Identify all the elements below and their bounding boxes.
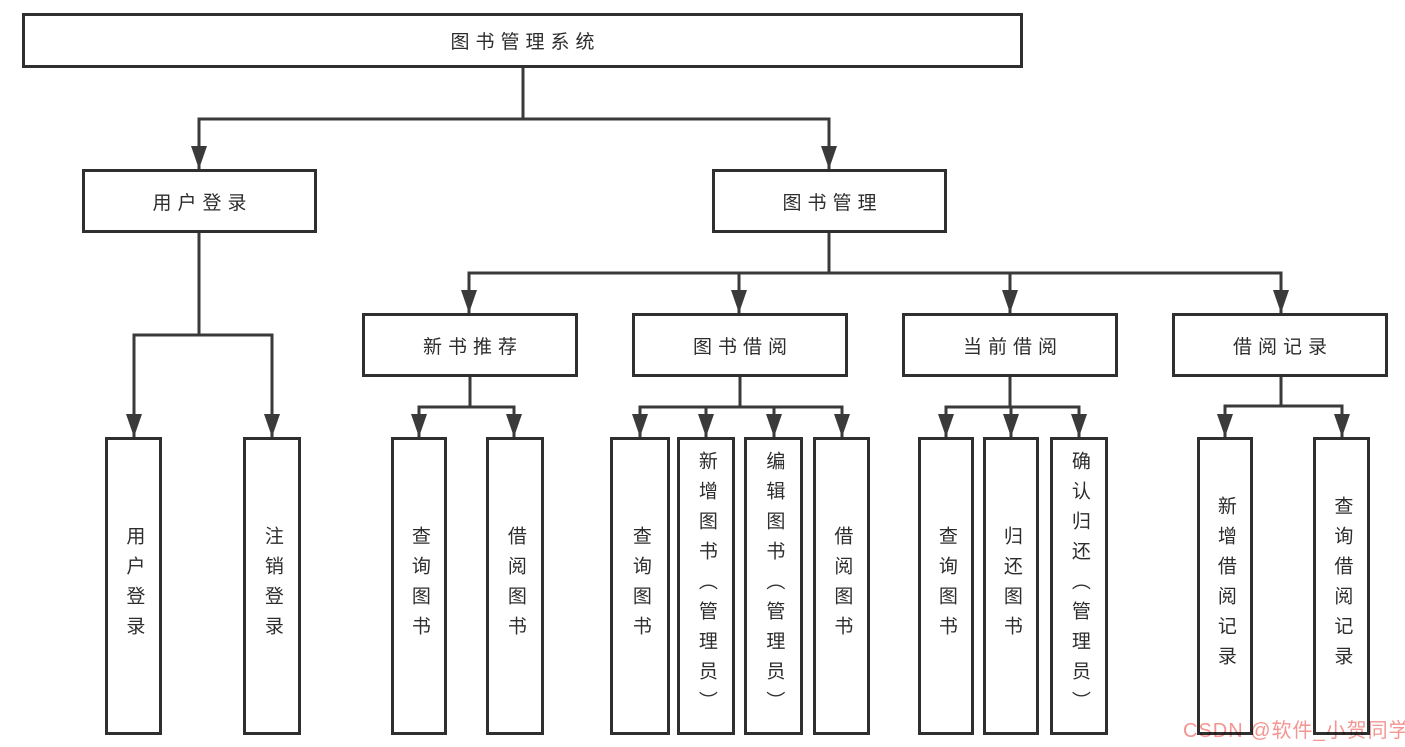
leaf-return-books: 归还图书: [983, 437, 1039, 735]
node-book-borrowing: 图书借阅: [632, 313, 848, 377]
leaf-query-borrow-record: 查询借阅记录: [1313, 437, 1370, 735]
node-user-login-branch: 用户登录: [82, 169, 317, 233]
node-library-system-root: 图书管理系统: [22, 13, 1023, 68]
node-borrowing-records: 借阅记录: [1172, 313, 1388, 377]
leaf-user-login: 用户登录: [105, 437, 162, 735]
leaf-logout: 注销登录: [243, 437, 301, 735]
watermark: CSDN @软件_小贺同学: [1183, 720, 1405, 742]
leaf-query-books-borrowing: 查询图书: [610, 437, 670, 735]
leaf-borrow-books-recommend: 借阅图书: [486, 437, 544, 735]
leaf-query-books-recommend: 查询图书: [391, 437, 447, 735]
node-book-management-branch: 图书管理: [712, 169, 947, 233]
leaf-add-borrow-record: 新增借阅记录: [1197, 437, 1253, 735]
leaf-add-books-admin: 新增图书（管理员）: [677, 437, 735, 735]
leaf-borrow-books: 借阅图书: [813, 437, 870, 735]
leaf-confirm-return-admin: 确认归还（管理员）: [1050, 437, 1108, 735]
leaf-query-books-current: 查询图书: [918, 437, 974, 735]
leaf-edit-books-admin: 编辑图书（管理员）: [744, 437, 803, 735]
node-new-book-recommendation: 新书推荐: [362, 313, 578, 377]
node-current-borrowing: 当前借阅: [902, 313, 1118, 377]
